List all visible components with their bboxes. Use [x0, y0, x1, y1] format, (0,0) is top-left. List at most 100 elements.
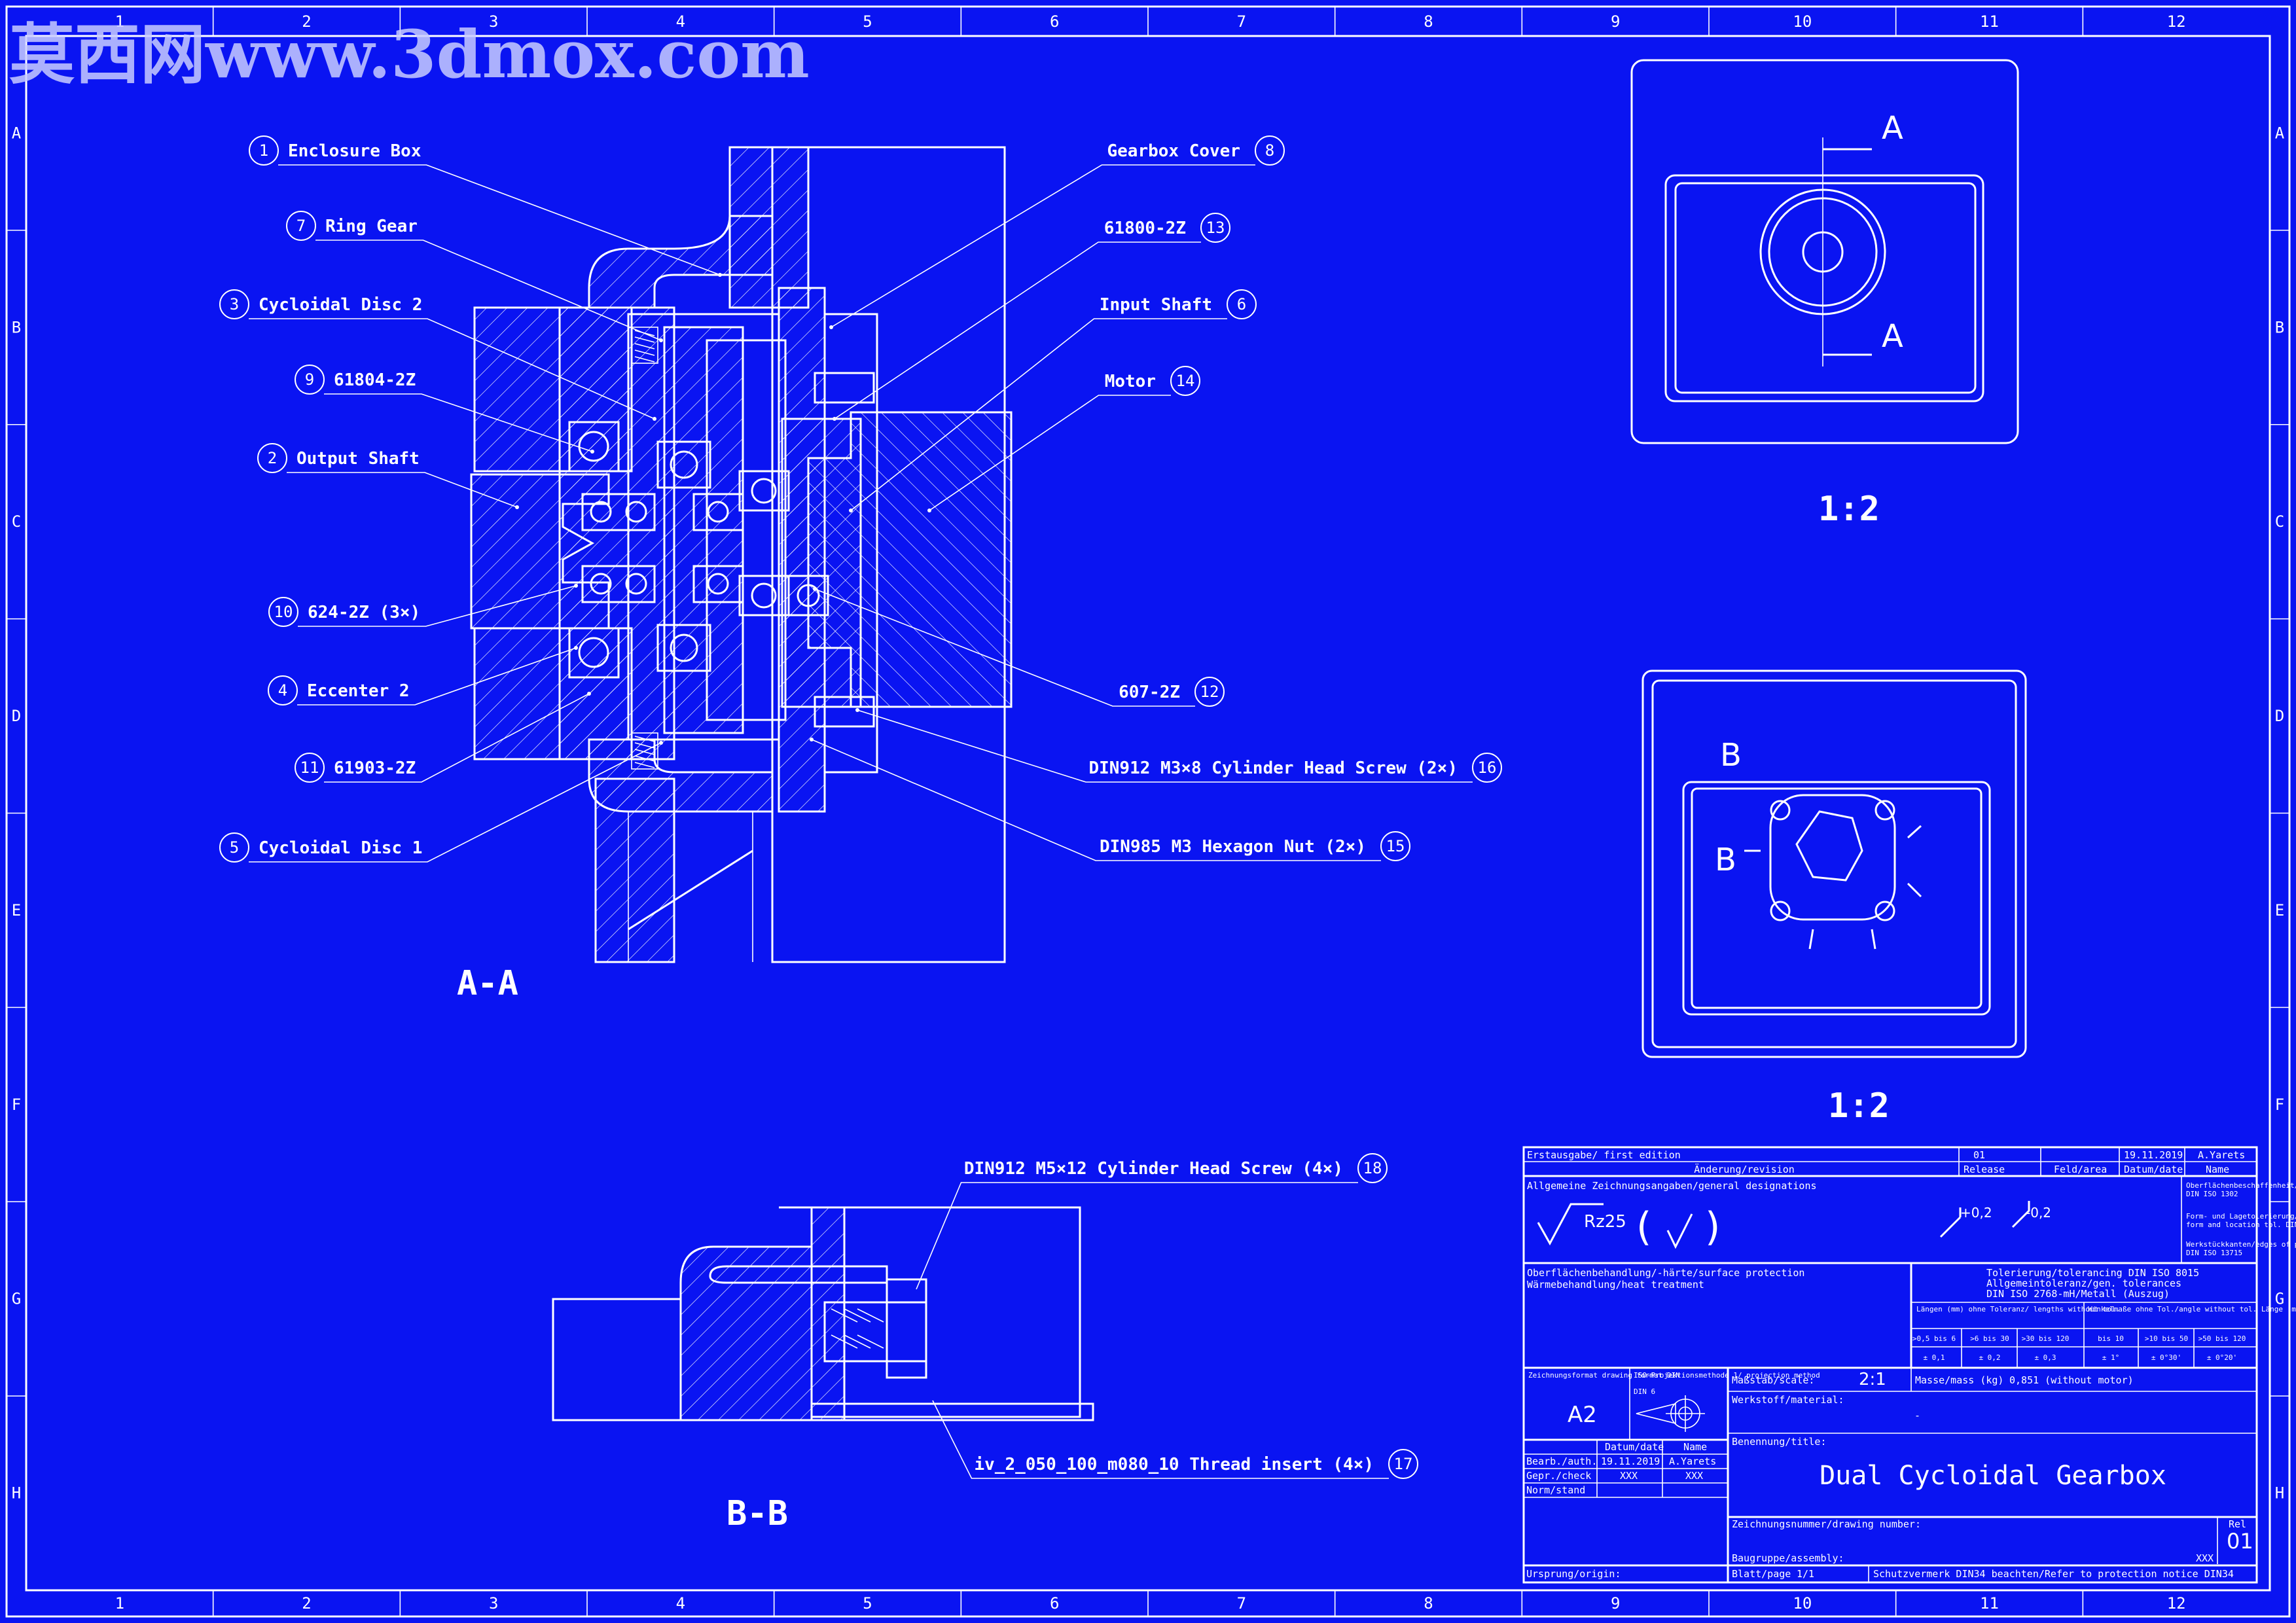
grid-row-label-left: E: [12, 901, 21, 919]
grid-col-label-top: 9: [1611, 12, 1620, 31]
grid-col-label-top: 3: [489, 12, 498, 31]
grid-row-label-left: B: [12, 318, 21, 336]
tol-len-range: >0,5 bis 6: [1912, 1334, 1956, 1343]
grid-col-label-bottom: 8: [1424, 1594, 1433, 1613]
tb-form-location-2: form and location tol. DIN ISO 1101: [2186, 1221, 2296, 1229]
section-bb-label: B-B: [726, 1494, 788, 1533]
tb-assembly-label: Baugruppe/assembly:: [1732, 1552, 1844, 1564]
callout-label: Ring Gear: [325, 217, 418, 236]
callout-bubble: [1194, 677, 1225, 707]
callout-bubble: [268, 675, 298, 705]
callout-label: DIN912 M5×12 Cylinder Head Screw (4×): [964, 1159, 1343, 1179]
callout-label: 61903-2Z: [334, 758, 416, 778]
callout-leader: [929, 395, 1171, 511]
tb-drawn-name: A.Yarets: [1669, 1455, 1716, 1467]
callout-leader: [932, 1400, 1389, 1479]
callout-leader: [297, 647, 577, 705]
tb-page-label: Blatt/page: [1732, 1568, 1791, 1580]
callout-label: Input Shaft: [1100, 295, 1212, 315]
callout-part-10: 10 624-2Z (3×): [268, 584, 578, 627]
callout-number: 12: [1200, 683, 1219, 701]
tb-surface-protection: Oberflächenbehandlung/-härte/surface pro…: [1527, 1267, 1804, 1279]
callout-number: 10: [274, 603, 293, 621]
callout-bubble: [249, 135, 279, 166]
grid-col-label-bottom: 11: [1980, 1594, 1999, 1613]
grid-col-label-top: 11: [1980, 12, 1999, 31]
callout-bubble: [295, 753, 325, 783]
grid-row-label-right: C: [2275, 512, 2284, 531]
tb-drawn-date: 19.11.2019: [1601, 1455, 1660, 1467]
tol-ang-range: >50 bis 120: [2198, 1334, 2246, 1343]
tb-material-label: Werkstoff/material:: [1732, 1394, 1844, 1406]
callout-number: 13: [1206, 219, 1225, 237]
callout-leader: [298, 585, 577, 627]
callout-bubble: [286, 211, 316, 241]
grid-row-label-left: C: [12, 512, 21, 531]
callout-bubble: [1472, 753, 1502, 783]
grid-row-label-left: H: [12, 1484, 21, 1503]
grid-col-label-top: 10: [1793, 12, 1812, 31]
tb-protection-note: Schutzvermerk DIN34 beachten/Refer to pr…: [1873, 1568, 2234, 1580]
edge-minus-symbol: [2011, 1201, 2030, 1228]
callout-label: DIN985 M3 Hexagon Nut (2×): [1100, 837, 1366, 857]
section-aa-view: A-A: [457, 146, 1013, 1003]
callout-label: 624-2Z (3×): [308, 603, 420, 622]
callout-leader: [811, 739, 1381, 861]
cut-a-top: A: [1882, 110, 1903, 147]
tb-edges: Werkstückkanten/edges of part: [2186, 1240, 2296, 1249]
callout-number: 18: [1363, 1159, 1382, 1177]
tol-ang-range: bis 10: [2098, 1334, 2124, 1343]
tb-name-hdr: Name: [2206, 1164, 2229, 1175]
bottom-view-motor-flange: [1769, 794, 1896, 921]
callout-leader: [857, 709, 1473, 783]
tb-edges-norm: DIN ISO 13715: [2186, 1249, 2242, 1257]
tol-len-value: ± 0,3: [2034, 1353, 2056, 1362]
motor: [807, 411, 1013, 708]
tb-first-edition-idx: 01: [1973, 1149, 1985, 1161]
tb-check-label: Gepr./check: [1526, 1470, 1591, 1482]
cut-b-top: B: [1720, 737, 1742, 774]
tb-projection-norm: DIN 6: [1634, 1387, 1655, 1396]
tol-len-value: ± 0,1: [1923, 1353, 1945, 1362]
callout-number: 14: [1176, 372, 1195, 390]
bottom-view: B B 1:2: [1641, 669, 2027, 1126]
callout-bubble: [1227, 289, 1257, 319]
tb-scale-value: 2:1: [1859, 1370, 1886, 1389]
callout-number: 15: [1386, 837, 1405, 855]
callout-leader: [249, 742, 662, 863]
callout-label: Gearbox Cover: [1107, 141, 1241, 161]
tb-release: Release: [1964, 1164, 2005, 1175]
tb-change-revision: Änderung/revision: [1694, 1163, 1795, 1175]
grid-row-label-right: B: [2275, 318, 2284, 336]
callout-number: 4: [278, 681, 287, 700]
callout-number: 1: [259, 141, 268, 160]
tb-mass-label: Masse/mass (kg): [1915, 1374, 2003, 1386]
tol-len-value: ± 0,2: [1979, 1353, 2000, 1362]
callout-label: 607-2Z: [1119, 683, 1180, 702]
tb-scale-label: Maßstab/scale:: [1732, 1374, 1814, 1386]
cut-b-bottom: B: [1715, 842, 1736, 878]
callout-leader: [324, 393, 593, 452]
tb-page-value: 1/1: [1797, 1568, 1814, 1580]
callout-label: Enclosure Box: [288, 141, 422, 161]
tol-len-range: >30 bis 120: [2022, 1334, 2070, 1343]
callout-number: 7: [296, 217, 306, 235]
callout-number: 2: [268, 449, 277, 467]
edge-plus-symbol: [1939, 1207, 1962, 1238]
callout-label: Cycloidal Disc 1: [259, 838, 422, 858]
callout-leader: [287, 472, 518, 508]
tb-first-edition-name: A.Yarets: [2198, 1149, 2245, 1161]
callout-part-15: 15 DIN985 M3 Hexagon Nut (2×): [810, 738, 1410, 861]
grid-row-label-left: G: [12, 1290, 21, 1308]
callout-bubble: [219, 289, 249, 319]
tol-ang-value: ± 1°: [2102, 1353, 2120, 1362]
